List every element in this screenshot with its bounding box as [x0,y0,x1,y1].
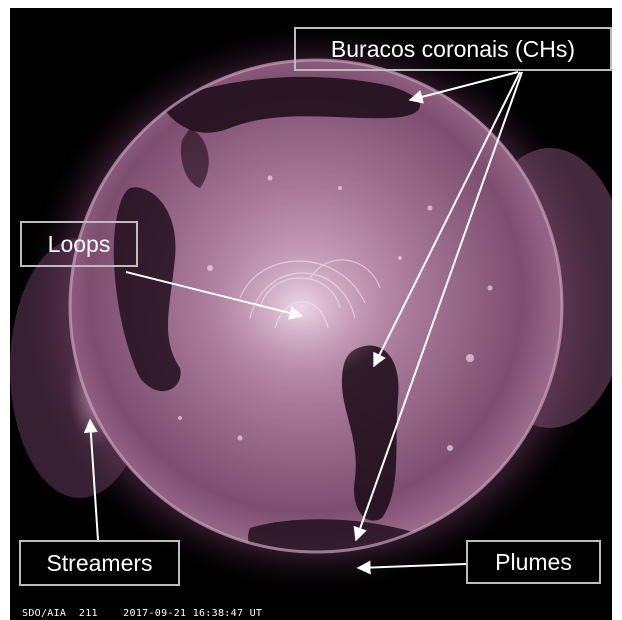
label-plumes-text: Plumes [495,548,572,575]
coronal-hole-east [113,187,181,392]
caption-wavelength: 211 [78,608,98,619]
coronal-hole-north [160,76,420,133]
caption-instrument: SDO/AIA [22,608,67,619]
arrow-ch-central [373,71,521,368]
label-loops-text: Loops [47,230,111,257]
bright-points [178,175,493,451]
arrow-ch-north [408,71,519,104]
coronal-hole-central [341,345,399,521]
label-coronal-holes-text: Buracos coronais (CHs) [330,35,576,62]
annotation-arrows [83,71,523,575]
solar-limb [68,58,564,554]
arrow-ch-south [353,71,523,542]
coronal-hole-south [248,519,431,552]
label-coronal-holes: Buracos coronais (CHs) [294,27,612,71]
active-region [210,233,390,383]
arrow-streamers [83,418,99,541]
label-streamers-text: Streamers [46,549,153,576]
caption-datetime: 2017-09-21 16:38:47 UT [123,608,263,619]
sun-illustration [10,18,612,598]
image-caption: SDO/AIA 211 2017-09-21 16:38:47 UT [22,608,262,619]
arrow-plumes [356,560,467,575]
label-loops: Loops [20,221,138,267]
solar-disk-image: SDO/AIA 211 2017-09-21 16:38:47 UT [10,8,612,620]
label-plumes: Plumes [466,540,601,584]
coronal-hole-east-small [180,128,209,188]
loop-arcs [239,259,381,329]
arrow-loops [125,271,304,320]
label-streamers: Streamers [19,540,180,586]
